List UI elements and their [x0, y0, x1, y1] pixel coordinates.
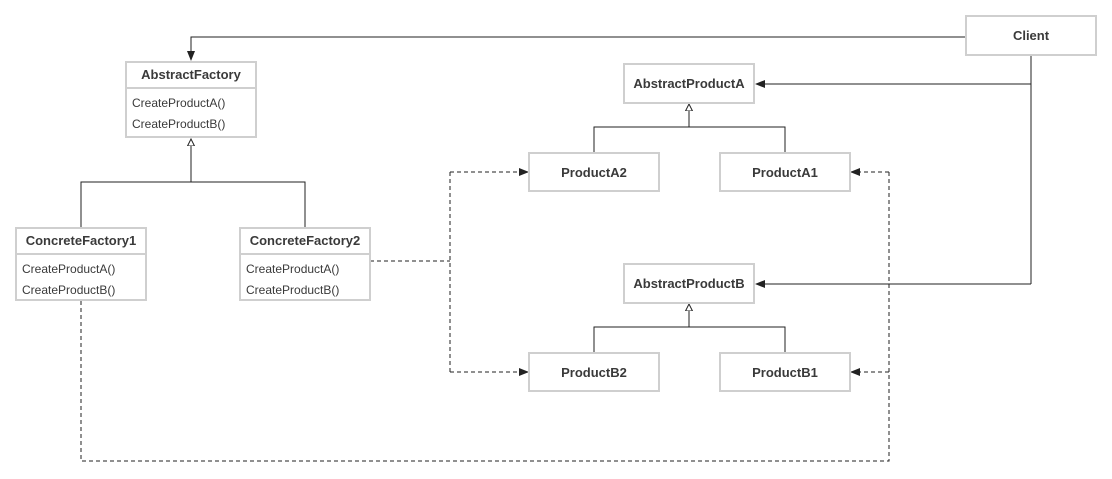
abstract-factory-operation: CreateProductB() [132, 117, 226, 131]
concrete-factory-1-operation: CreateProductB() [22, 283, 116, 297]
product-a1-box: ProductA1 [719, 152, 851, 192]
concrete-factory-1-operation: CreateProductA() [22, 262, 116, 276]
product-a2-box: ProductA2 [528, 152, 660, 192]
concrete-factory-2-class: ConcreteFactory2 CreateProductA() Create… [239, 227, 371, 301]
client-box: Client [965, 15, 1097, 56]
product-b2-label: ProductB2 [561, 364, 627, 380]
product-b2-inheritance-line [593, 326, 689, 352]
concrete-factory-1-inheritance-line [80, 181, 191, 227]
abstract-product-b-box: AbstractProductB [623, 263, 755, 304]
product-a2-label: ProductA2 [561, 164, 627, 180]
product-a1-label: ProductA1 [752, 164, 818, 180]
concrete-factory-2-name: ConcreteFactory2 [241, 229, 369, 255]
abstract-product-a-label: AbstractProductA [633, 76, 745, 91]
product-a1-inheritance-line [689, 126, 786, 152]
abstract-factory-name: AbstractFactory [127, 63, 255, 89]
abstract-factory-operation: CreateProductA() [132, 96, 226, 110]
abstract-factory-class: AbstractFactory CreateProductA() CreateP… [125, 61, 257, 138]
product-b1-label: ProductB1 [752, 364, 818, 380]
concrete-factory-1-dependency-line [80, 172, 890, 462]
abstract-product-a-box: AbstractProductA [623, 63, 755, 104]
product-b2-box: ProductB2 [528, 352, 660, 392]
abstract-product-b-label: AbstractProductB [633, 276, 745, 291]
product-b1-inheritance-line [689, 326, 786, 352]
concrete-factory-2-operation: CreateProductB() [246, 283, 340, 297]
concrete-factory-1-name: ConcreteFactory1 [17, 229, 145, 255]
product-a2-inheritance-line [593, 126, 689, 152]
client-label: Client [1012, 28, 1050, 43]
concrete-factory-2-operation: CreateProductA() [246, 262, 340, 276]
product-b1-box: ProductB1 [719, 352, 851, 392]
concrete-factory-1-class: ConcreteFactory1 CreateProductA() Create… [15, 227, 147, 301]
client-to-abstract-factory-arrow [187, 36, 965, 61]
concrete-factory-2-inheritance-line [191, 181, 306, 227]
